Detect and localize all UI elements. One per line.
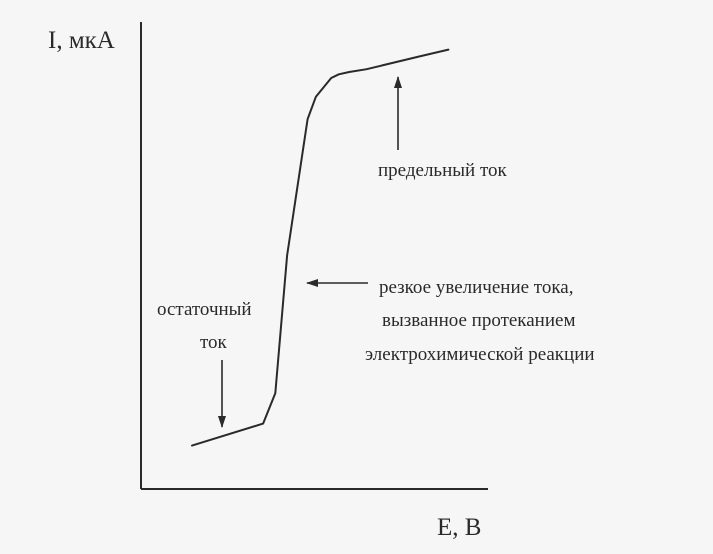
residual-label-line-2: ток [200, 332, 228, 353]
y-axis-label: I, мкА [48, 27, 115, 54]
rise-label-line-3: электрохимической реакции [365, 344, 595, 365]
current-potential-curve [191, 48, 450, 447]
rise-label-line-2: вызванное протеканием [382, 310, 575, 331]
rise-label-line-1: резкое увеличение тока, [379, 277, 573, 298]
limit-current-label: предельный ток [378, 160, 508, 181]
x-axis-label: E, В [437, 514, 481, 541]
residual-label-line-1: остаточный [157, 299, 252, 320]
